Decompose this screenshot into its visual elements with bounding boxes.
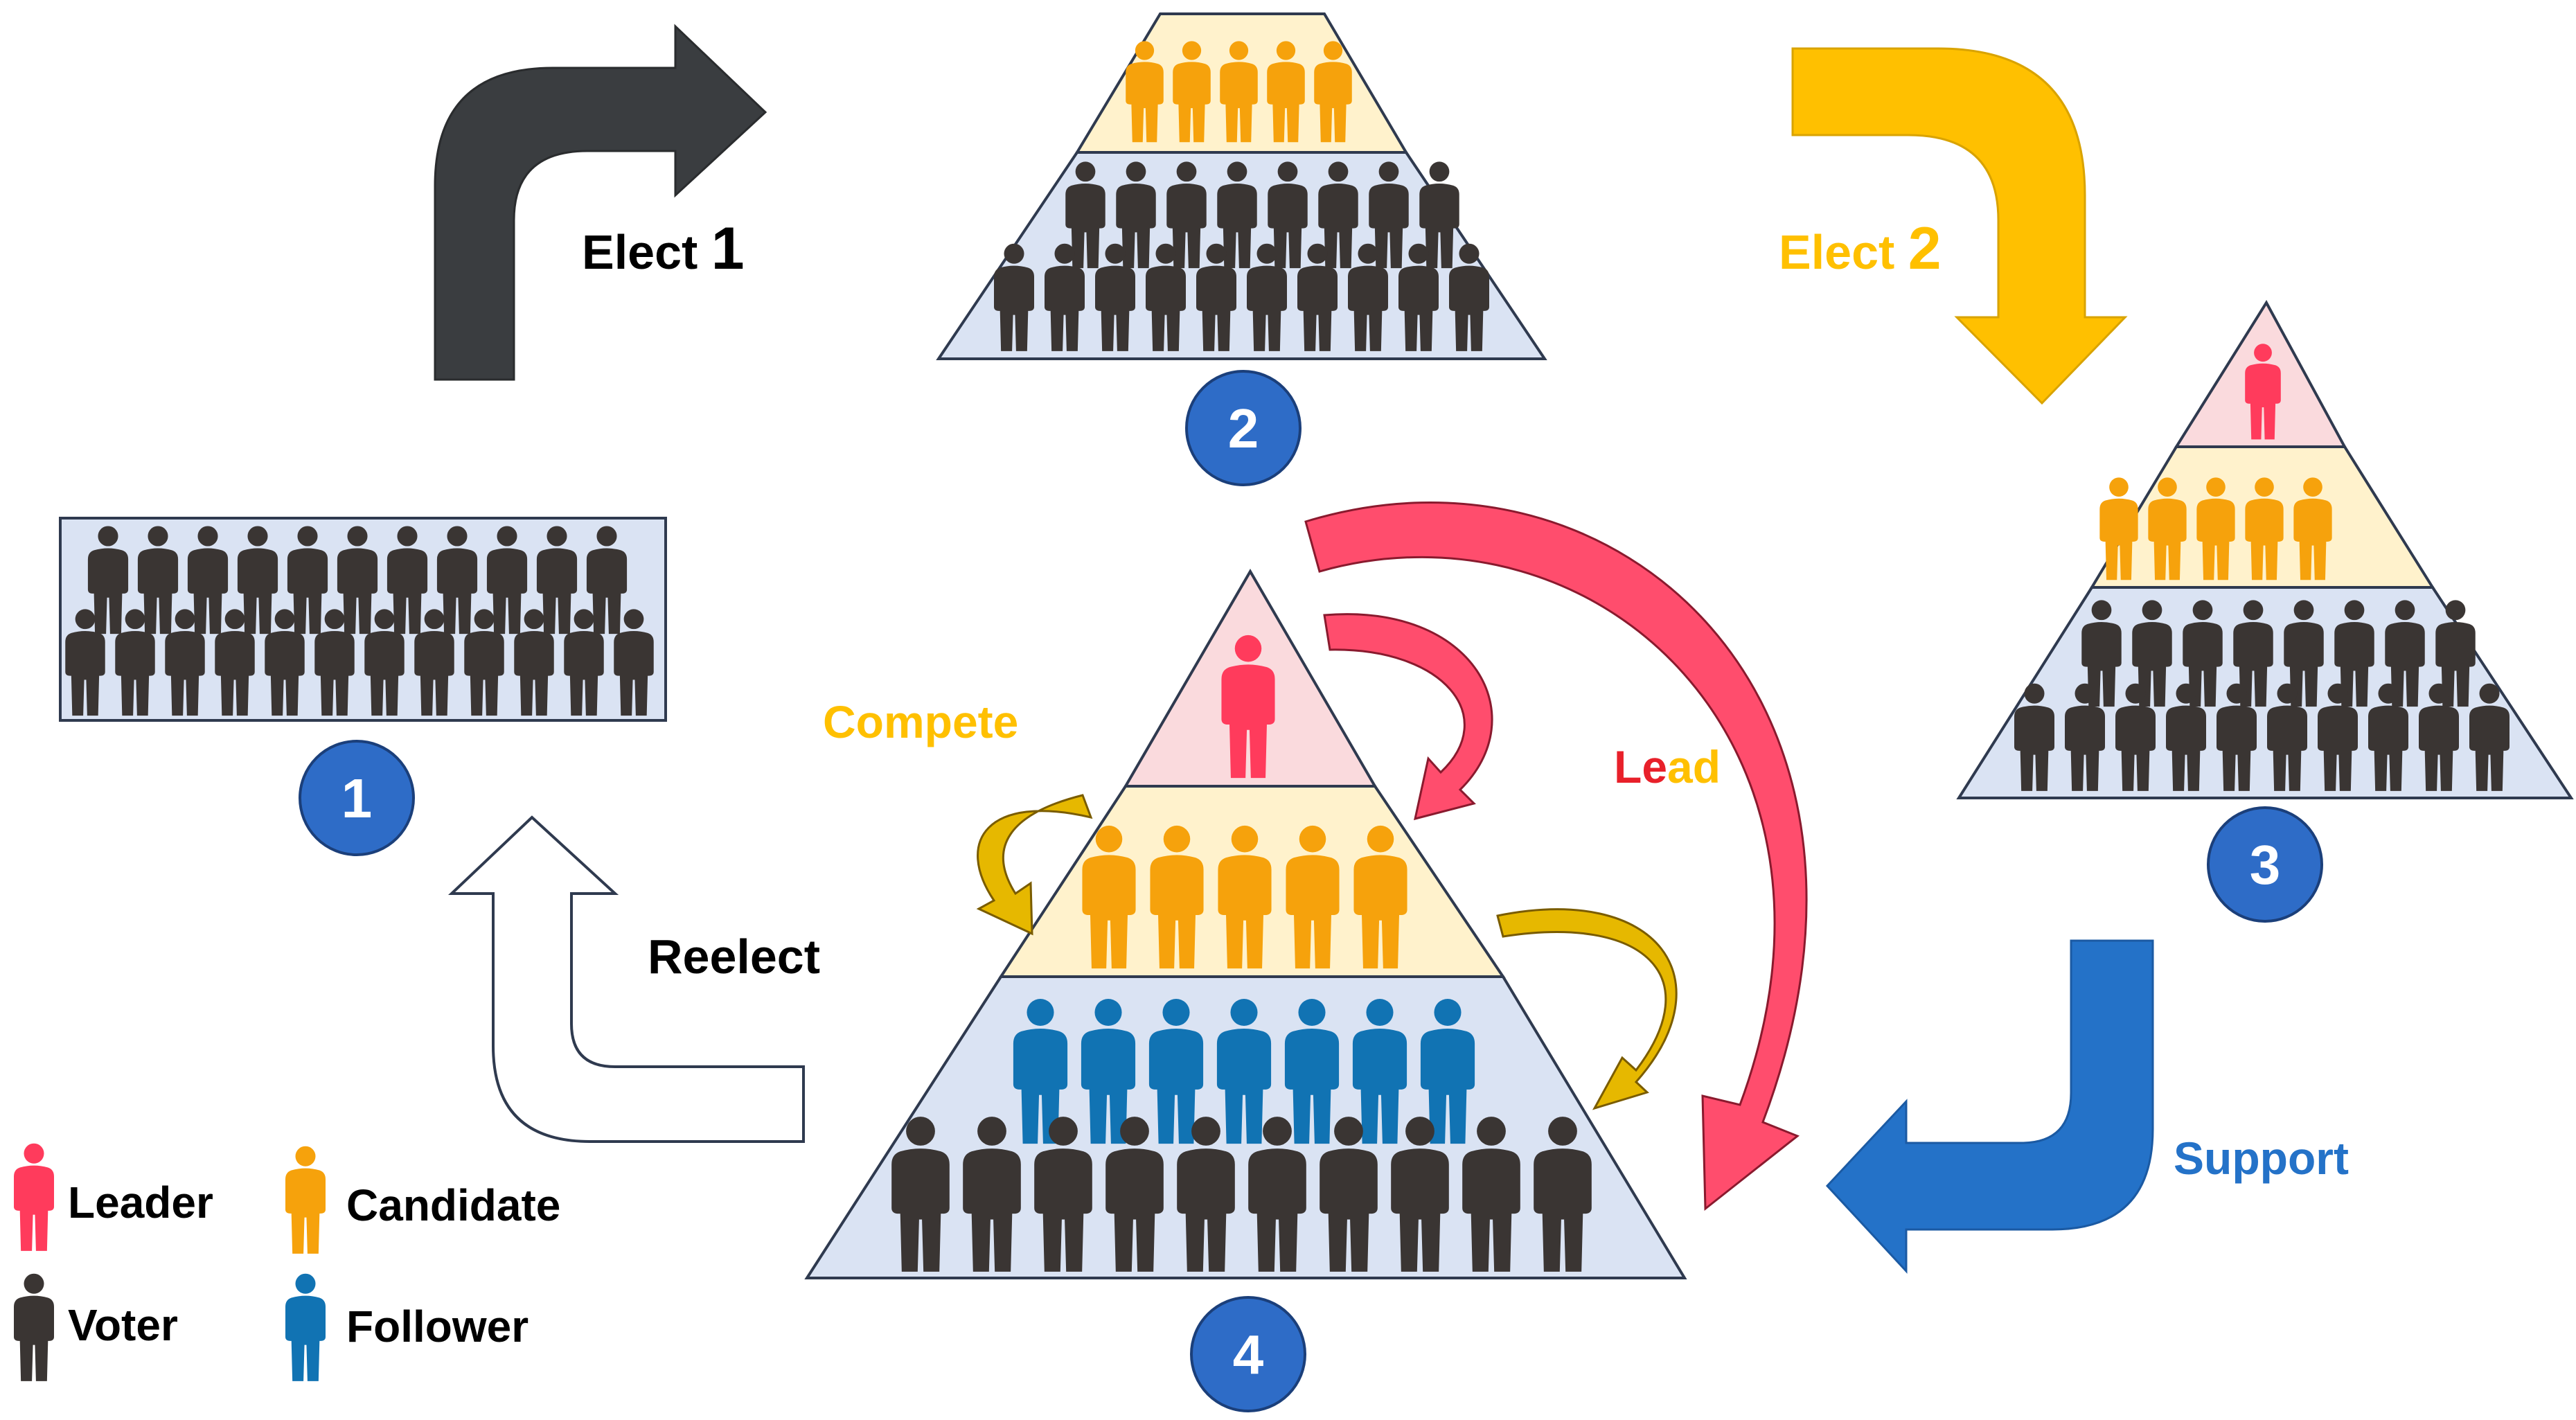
reelect-label: Reelect [648, 930, 820, 984]
svg-text:Follower: Follower [346, 1302, 528, 1351]
stage-2-pyramid [936, 12, 1547, 360]
legend-item-candidate: Candidate [285, 1146, 560, 1254]
stage-1-panel [59, 517, 667, 722]
legend-item-voter: Voter [14, 1273, 178, 1381]
compete-arrow-left [976, 794, 1093, 936]
svg-text:2: 2 [1228, 398, 1259, 459]
svg-text:Leader: Leader [68, 1178, 213, 1227]
follower-person-icon [285, 1273, 326, 1381]
compete-arrow-right [1496, 908, 1678, 1110]
svg-text:Voter: Voter [68, 1300, 178, 1350]
elect-1-arrow [434, 24, 767, 381]
stage-1-badge: 1 [299, 740, 415, 856]
lead-label: Lead [1614, 741, 1721, 792]
lead-arrow-small [1323, 613, 1493, 821]
leader-person-icon [14, 1143, 54, 1251]
stage-4-badge: 4 [1190, 1296, 1306, 1412]
compete-label: Compete [823, 696, 1018, 747]
legend-item-leader: Leader [14, 1143, 213, 1251]
svg-text:3: 3 [2250, 834, 2281, 896]
svg-text:1: 1 [341, 767, 373, 829]
candidate-person-icon [285, 1146, 326, 1254]
svg-text:Candidate: Candidate [346, 1180, 560, 1230]
legend-item-follower: Follower [285, 1273, 528, 1381]
reelect-arrow [447, 815, 805, 1143]
stage-3-pyramid [1956, 300, 2574, 799]
svg-text:4: 4 [1233, 1324, 1264, 1385]
lead-arrow-large [1304, 502, 1808, 1212]
elect-1-label: Elect 1 [582, 215, 745, 282]
stage-3-badge: 3 [2207, 806, 2323, 923]
elect-2-label: Elect 2 [1779, 215, 1942, 282]
stage-2-badge: 2 [1185, 370, 1302, 486]
stage-4-pyramid [804, 569, 1687, 1279]
elect-2-arrow [1791, 47, 2128, 405]
support-arrow [1825, 939, 2154, 1274]
support-label: Support [2174, 1133, 2349, 1184]
voter-person-icon [14, 1273, 54, 1381]
legend: Leader Candidate Voter Follower [14, 1143, 560, 1381]
